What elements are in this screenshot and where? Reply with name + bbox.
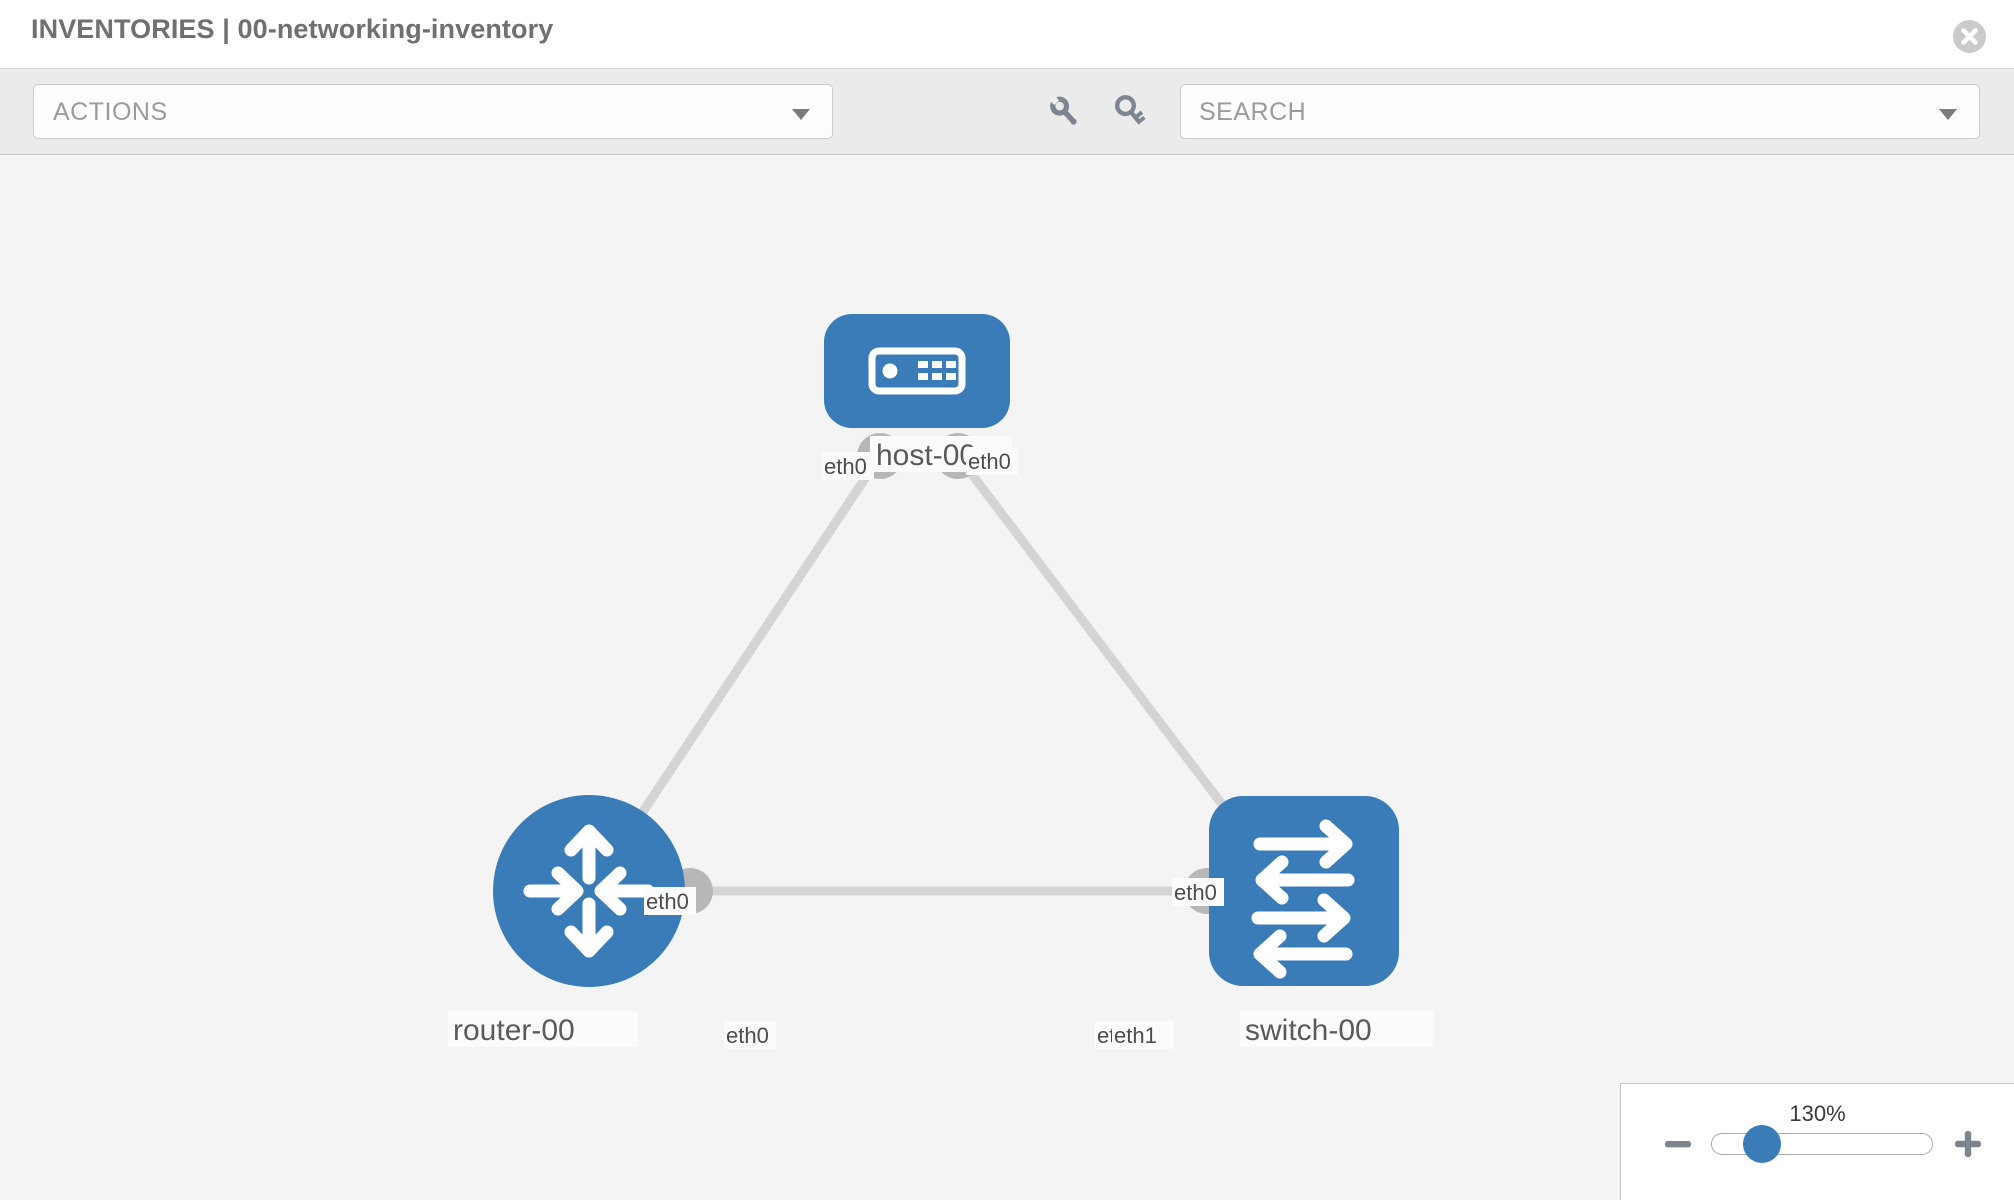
link-host00-switch00[interactable]	[954, 453, 1244, 831]
wrench-icon[interactable]	[1044, 91, 1084, 131]
zoom-control-panel: 130%	[1620, 1083, 2014, 1200]
page-title: INVENTORIES | 00-networking-inventory	[31, 14, 554, 44]
edge-label-router00-uplink: eth0	[646, 889, 689, 914]
topology-links	[628, 453, 1244, 896]
edge-label-host00-left: eth0	[824, 454, 867, 479]
node-label-router-00: router-00	[453, 1014, 575, 1047]
topology-edge-labels: eth0 eth0 eth0 eth0 eth0 eth eth1	[644, 447, 1224, 1049]
edge-label-router00-eth0: eth0	[726, 1023, 769, 1048]
node-switch-00[interactable]: switch-00	[1209, 796, 1434, 1047]
server-icon	[868, 347, 966, 395]
close-icon[interactable]	[1953, 20, 1986, 53]
link-host00-router00[interactable]	[628, 453, 884, 831]
node-router-00[interactable]: router-00	[448, 795, 685, 1047]
router-icon	[523, 824, 655, 958]
edge-label-host00-right: eth0	[968, 449, 1011, 474]
edge-label-switch00-eth1: eth1	[1114, 1023, 1157, 1048]
toolbar: ACTIONS SEARCH	[0, 69, 2014, 155]
page-header: INVENTORIES | 00-networking-inventory	[0, 0, 2014, 69]
topology-ports	[667, 433, 1258, 914]
edge-label-switch00-uplink: eth0	[1174, 880, 1217, 905]
actions-dropdown[interactable]: ACTIONS	[33, 84, 833, 139]
topology-canvas[interactable]: host-00 router-00	[0, 156, 2014, 1200]
node-label-host-00: host-00	[876, 439, 976, 472]
chevron-down-icon	[792, 109, 810, 120]
zoom-percent-label: 130%	[1789, 1101, 1846, 1126]
chevron-down-icon	[1939, 109, 1957, 120]
node-label-switch-00: switch-00	[1245, 1014, 1372, 1047]
minus-icon[interactable]	[1661, 1127, 1695, 1161]
actions-dropdown-label: ACTIONS	[53, 98, 168, 126]
search-placeholder-label: SEARCH	[1199, 98, 1307, 126]
plus-icon[interactable]	[1951, 1127, 1985, 1161]
zoom-slider-thumb[interactable]	[1743, 1125, 1781, 1163]
topology-graph: host-00 router-00	[448, 314, 1434, 1049]
key-icon[interactable]	[1110, 91, 1150, 131]
switch-icon	[1251, 819, 1355, 979]
search-input[interactable]: SEARCH	[1180, 84, 1980, 139]
